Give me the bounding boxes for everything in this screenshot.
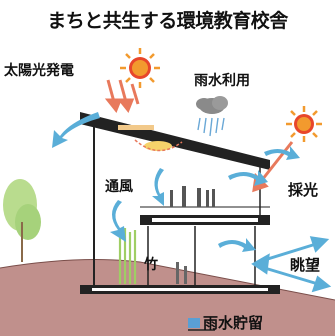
storage-tank bbox=[188, 318, 200, 328]
skylight bbox=[118, 125, 154, 130]
view-arrows bbox=[251, 236, 332, 293]
rain-cloud-icon bbox=[196, 96, 228, 137]
label-rainwater-use: 雨水利用 bbox=[194, 73, 250, 89]
label-ventilation: 通風 bbox=[105, 179, 133, 195]
light-glow bbox=[144, 141, 172, 151]
label-solar-power: 太陽光発電 bbox=[4, 63, 74, 79]
tree-icon bbox=[3, 179, 41, 262]
label-bamboo: 竹 bbox=[144, 257, 158, 273]
page-title: まちと共生する環境教育校舎 bbox=[47, 10, 288, 32]
label-view: 眺望 bbox=[290, 256, 321, 274]
label-daylighting: 採光 bbox=[288, 181, 319, 199]
roof bbox=[80, 112, 270, 170]
sun-icon bbox=[286, 106, 322, 142]
sun-icon bbox=[120, 48, 160, 88]
people-lower bbox=[176, 262, 187, 284]
solar-arrows bbox=[104, 79, 140, 113]
people-upper bbox=[170, 186, 215, 207]
ground-slope bbox=[0, 259, 335, 336]
label-rainwater-storage: 雨水貯留 bbox=[203, 314, 264, 332]
airflow-arrows bbox=[52, 112, 300, 252]
